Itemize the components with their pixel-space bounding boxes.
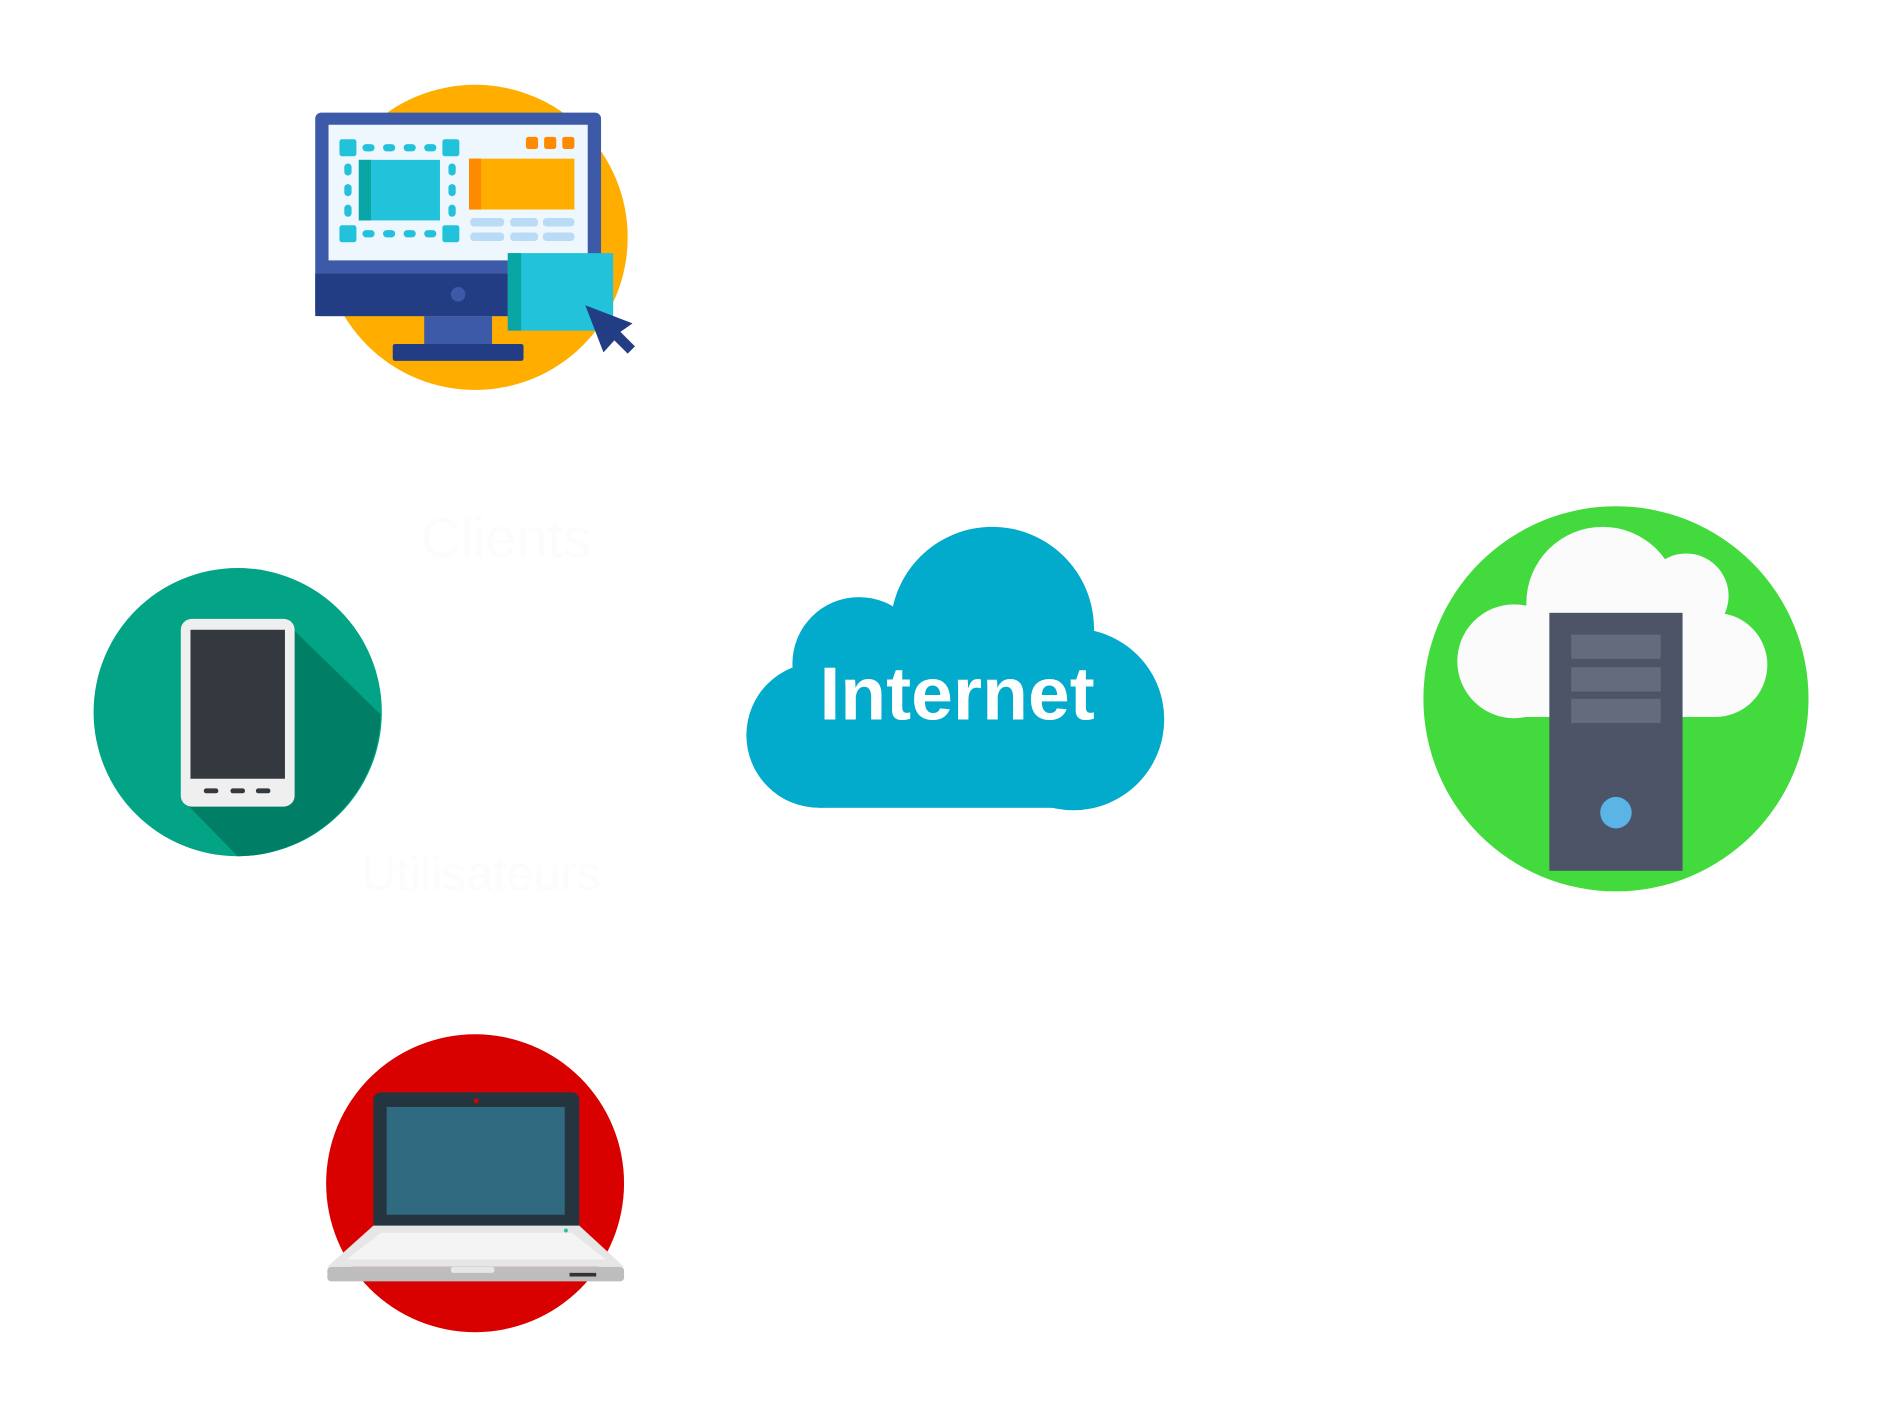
internet-cloud-icon: Internet (746, 526, 1165, 811)
tablet-icon (93, 568, 382, 857)
cloud-server-icon (1423, 506, 1809, 892)
desktop-monitor-icon (315, 84, 635, 390)
laptop-icon (326, 1034, 625, 1333)
users-label: Utilisateurs (361, 847, 601, 901)
clients-label: Clients (421, 507, 591, 569)
internet-label: Internet (819, 651, 1094, 735)
